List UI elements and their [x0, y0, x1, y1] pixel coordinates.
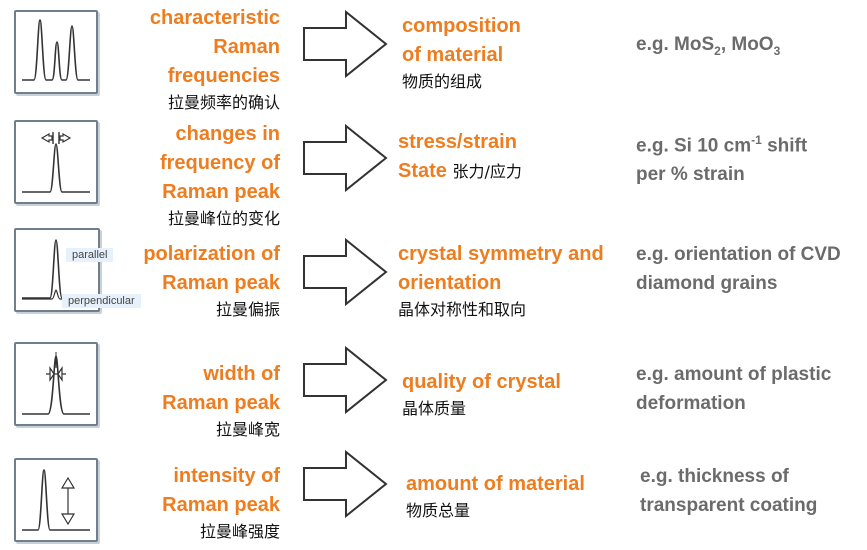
property-text: polarization of Raman peak 拉曼偏振: [143, 243, 280, 319]
arrow-right-icon: [303, 123, 388, 193]
arrow-right-icon: [303, 9, 388, 79]
spectrum-shift-icon: [14, 120, 98, 204]
spectrum-multi-peak-icon: [14, 10, 98, 94]
example-text: e.g. Si 10 cm-1 shift per % strain: [636, 133, 808, 186]
property-text: intensity of Raman peak 拉曼峰强度: [162, 465, 280, 541]
spectrum-intensity-icon: [14, 458, 98, 542]
result-text: quality of crystal 晶体质量: [402, 371, 561, 418]
result-text: amount of material 物质总量: [406, 473, 585, 520]
example-text: e.g. amount of plastic deformation: [636, 364, 832, 414]
example-text: e.g. thickness of transparent coating: [640, 466, 818, 516]
arrow-right-icon: [303, 449, 388, 519]
label-parallel: parallel: [66, 248, 114, 262]
arrow-right-icon: [303, 237, 388, 307]
result-text: stress/strain State 张力/应力: [398, 131, 522, 182]
result-text: composition of material 物质的组成: [402, 15, 521, 91]
example-text: e.g. MoS2, MoO3: [636, 34, 781, 58]
property-text: width of Raman peak 拉曼峰宽: [162, 363, 280, 439]
property-text: characteristic Raman frequencies 拉曼频率的确认: [149, 7, 280, 112]
label-perpendicular: perpendicular: [62, 294, 141, 308]
arrow-right-icon: [303, 345, 388, 415]
example-text: e.g. orientation of CVD diamond grains: [636, 244, 841, 294]
property-text: changes in frequency of Raman peak 拉曼峰位的…: [159, 123, 280, 228]
result-text: crystal symmetry and orientation 晶体对称性和取…: [398, 243, 604, 319]
spectrum-width-icon: [14, 342, 98, 426]
